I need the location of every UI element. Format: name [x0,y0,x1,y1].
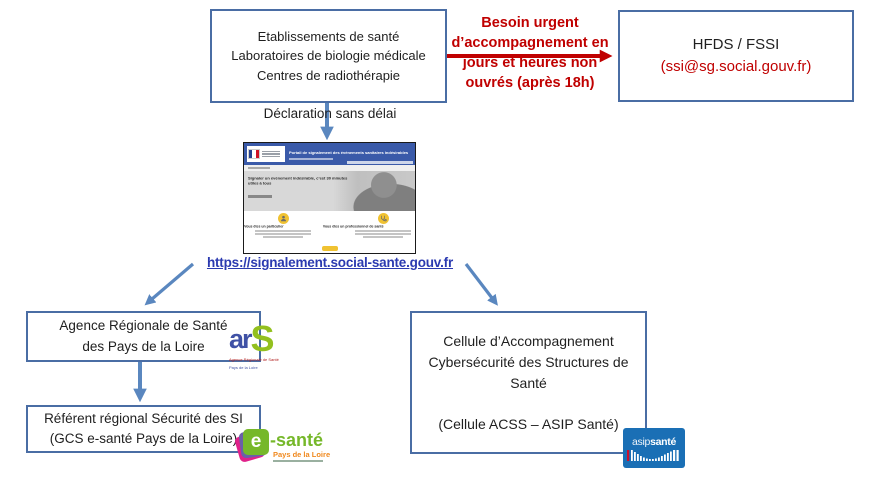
referent-line-1: Référent régional Sécurité des SI [44,410,243,426]
portal-url-link[interactable]: https://signalement.social-sante.gouv.fr [206,255,454,270]
cellule-line-1: Cellule d’Accompagnement [443,332,614,349]
hfds-title: HFDS / FSSI [692,36,780,54]
esante-logo-region: Pays de la Loire [273,450,331,459]
urgent-line-4: ouvrés (après 18h) [465,75,595,91]
portal-cards: Vous êtes un particulier Vous êtes un pr… [244,213,415,245]
ars-logo: ar S Agence Régionale de Santé Pays de l… [229,321,313,374]
ars-box: Agence Régionale de Santé des Pays de la… [26,311,261,362]
urgent-line-1: Besoin urgent [481,15,579,31]
ars-logo-s: S [250,318,275,359]
person-icon [277,213,289,224]
cellule-line-2: Cybersécurité des Structures de [428,353,629,370]
asip-sante-logo: asipsanté [623,428,685,468]
ars-logo-ar: ar [229,324,252,354]
ars-logo-caption-2: Pays de la Loire [229,365,258,370]
etablissements-line-3: Centres de radiothérapie [256,67,401,83]
hfds-fssi-box: HFDS / FSSI (ssi@sg.social.gouv.fr) [618,10,854,102]
esante-logo: e -santé Pays de la Loire [233,426,337,478]
urgent-note: Besoin urgent d’accompagnement en jours … [444,13,616,93]
hfds-email: (ssi@sg.social.gouv.fr) [660,58,812,75]
portal-cta-button [321,246,338,251]
card-title-professionnel: Vous êtes un professionnel de santé [322,225,384,229]
cellule-line-3: Santé [510,374,547,391]
ars-box-line-1: Agence Régionale de Santé [59,318,228,334]
etablissements-line-2: Laboratoires de biologie médicale [231,48,426,64]
cellule-acss-box: Cellule d’Accompagnement Cybersécurité d… [410,311,647,454]
asip-logo-wave-bars [627,449,679,461]
ars-box-line-2: des Pays de la Loire [82,338,205,354]
portal-breadcrumb [244,165,415,171]
cellule-subtitle: (Cellule ACSS – ASIP Santé) [438,415,619,432]
etablissements-line-1: Etablissements de santé [257,28,400,44]
asip-logo-sante: santé [650,435,676,448]
portal-hero-text-placeholder [248,195,272,198]
portal-hero-heading: Signaler un événement indésirable, c’est… [248,176,348,186]
portal-hero-photo [332,171,415,211]
ars-logo-caption-1: Agence Régionale de Santé [229,357,279,362]
portal-hero: Signaler un événement indésirable, c’est… [244,171,415,211]
esante-card-green: e [243,429,269,455]
card-title-particulier: Vous êtes un particulier [244,225,284,229]
placeholder-text-lines [355,230,412,238]
stethoscope-icon [377,213,389,224]
ars-logo-letters: ar S [229,321,313,357]
placeholder-text-lines [255,230,312,238]
esante-logo-e: e [250,431,262,452]
portal-header: Portail de signalement des événements sa… [244,143,415,165]
urgent-line-2: d’accompagnement en [451,35,609,51]
french-flag-icon [248,149,260,159]
referent-line-2: (GCS e-santé Pays de la Loire) [49,431,238,446]
logo-text-placeholder [262,150,280,158]
esante-logo-sante: -santé [270,430,324,450]
french-republic-logo-icon [247,146,285,162]
asip-logo-text: asipsanté [632,436,676,448]
referent-box: Référent régional Sécurité des SI (GCS e… [26,405,261,453]
esante-tagline-placeholder [273,460,323,462]
portal-screenshot: Portail de signalement des événements sa… [243,142,416,254]
portal-card-particulier: Vous êtes un particulier [244,213,323,245]
declaration-label: Déclaration sans délai [263,106,397,121]
urgent-line-3: jours et heures non [462,55,598,71]
asip-logo-asip: asip [632,435,651,448]
etablissements-box: Etablissements de santé Laboratoires de … [210,9,447,103]
portal-title: Portail de signalement des événements sa… [289,150,409,155]
portal-header-link-placeholder [347,161,413,164]
portal-subtitle-placeholder [289,158,333,160]
portal-card-professionnel: Vous êtes un professionnel de santé [323,213,415,245]
portal-title-block: Portail de signalement des événements sa… [289,148,415,160]
